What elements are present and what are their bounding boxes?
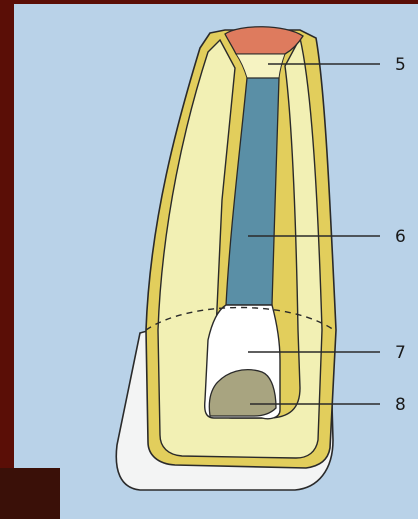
coronal-seal bbox=[225, 27, 303, 54]
corner-shadow bbox=[0, 468, 60, 519]
callout-label-5: 5 bbox=[395, 55, 406, 75]
callout-label-7: 7 bbox=[395, 343, 406, 363]
callout-label-8: 8 bbox=[395, 395, 406, 415]
callout-label-6: 6 bbox=[395, 227, 406, 247]
